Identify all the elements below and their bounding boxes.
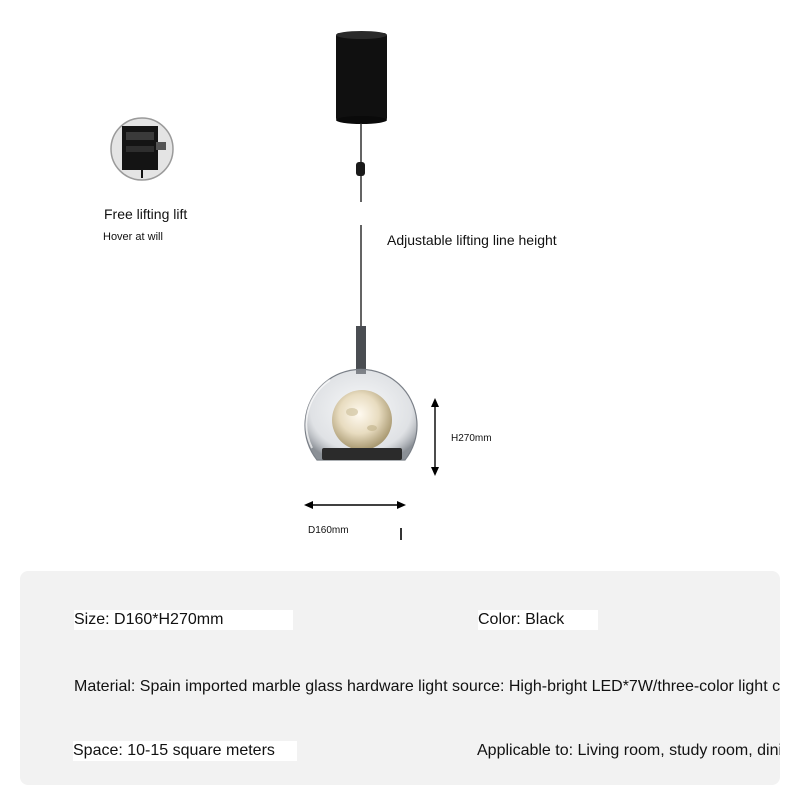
lifting-line-label: Adjustable lifting line height: [387, 232, 557, 248]
height-dimension-label: H270mm: [451, 433, 492, 444]
suspension-cable: [356, 123, 365, 330]
diameter-dimension-arrow: [304, 501, 406, 540]
diameter-dimension-label: D160mm: [308, 525, 349, 536]
lamp-stem: [356, 326, 366, 374]
pendant-lamp-illustration: [304, 31, 439, 540]
spec-space: Space: 10-15 square meters: [73, 741, 297, 761]
spec-applicable: Applicable to: Living room, study room, …: [477, 742, 780, 759]
marble-moon-bulb: [332, 390, 392, 450]
callout-title: Free lifting lift: [104, 206, 188, 222]
spec-panel: Size: D160*H270mm Color: Black Material:…: [20, 571, 780, 785]
spec-size: Size: D160*H270mm: [74, 610, 294, 630]
ceiling-canopy: [336, 31, 387, 124]
lamp-base-plate: [322, 448, 402, 460]
spec-material: Material: Spain imported marble glass ha…: [74, 678, 780, 695]
lifter-icon: [110, 117, 174, 181]
height-dimension-arrow: [431, 398, 439, 476]
callout-subtitle: Hover at will: [103, 231, 163, 243]
spec-color: Color: Black: [478, 610, 599, 630]
